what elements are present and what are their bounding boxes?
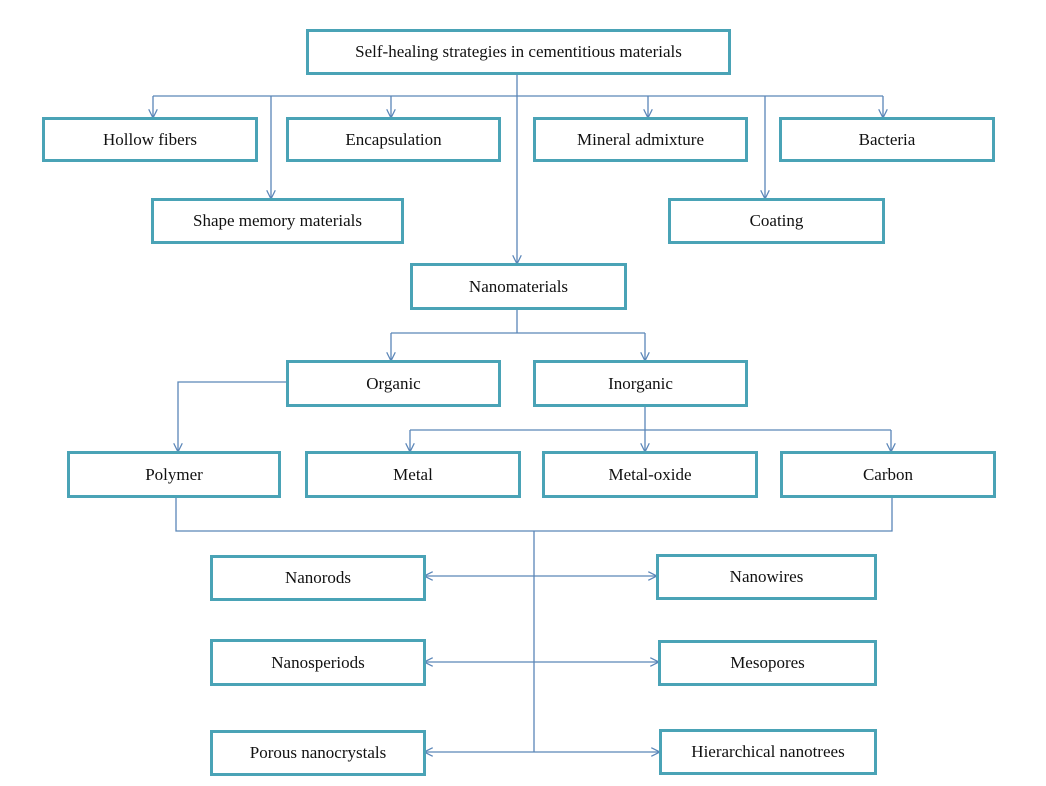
nanowires-node: Nanowires bbox=[656, 554, 877, 600]
mineral-admixture-node: Mineral admixture bbox=[533, 117, 748, 162]
coating-node: Coating bbox=[668, 198, 885, 244]
bacteria-node: Bacteria bbox=[779, 117, 995, 162]
nanorods-node: Nanorods bbox=[210, 555, 426, 601]
shape-memory-materials-node: Shape memory materials bbox=[151, 198, 404, 244]
mesopores-node: Mesopores bbox=[658, 640, 877, 686]
connector-organic-to-polymer bbox=[178, 381, 288, 451]
organic-node: Organic bbox=[286, 360, 501, 407]
inorganic-node: Inorganic bbox=[533, 360, 748, 407]
encapsulation-node: Encapsulation bbox=[286, 117, 501, 162]
metal-node: Metal bbox=[305, 451, 521, 498]
metal-oxide-node: Metal-oxide bbox=[542, 451, 758, 498]
hierarchical-nanotrees-node: Hierarchical nanotrees bbox=[659, 729, 877, 775]
connector-class-collector bbox=[175, 497, 893, 532]
root-node: Self-healing strategies in cementitious … bbox=[306, 29, 731, 75]
nanomaterials-node: Nanomaterials bbox=[410, 263, 627, 310]
hollow-fibers-node: Hollow fibers bbox=[42, 117, 258, 162]
porous-nanocrystals-node: Porous nanocrystals bbox=[210, 730, 426, 776]
polymer-node: Polymer bbox=[67, 451, 281, 498]
carbon-node: Carbon bbox=[780, 451, 996, 498]
nanosperiods-node: Nanosperiods bbox=[210, 639, 426, 686]
